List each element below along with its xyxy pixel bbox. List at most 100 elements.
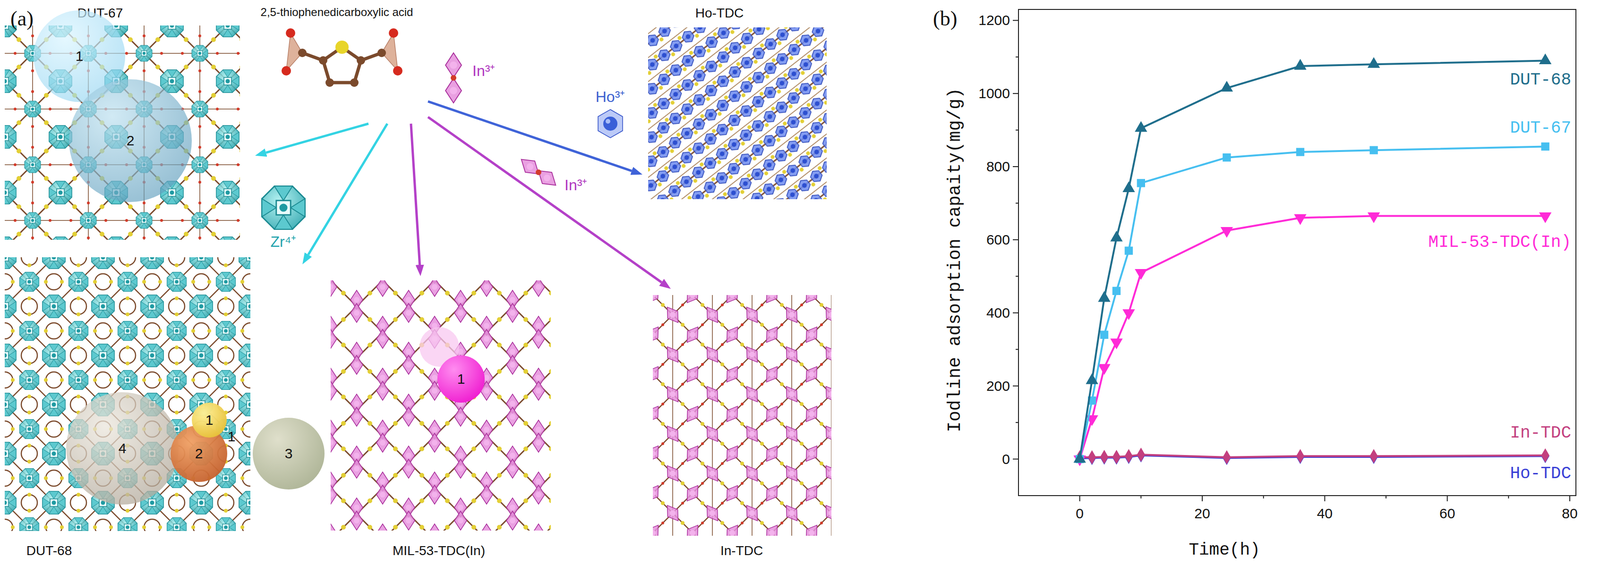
pore-number: 2 — [126, 132, 135, 150]
reaction-arrow — [308, 123, 388, 255]
series-marker — [1134, 120, 1147, 132]
y-tick-mark — [1015, 202, 1019, 204]
reaction-arrow — [265, 123, 369, 153]
series-line — [1079, 146, 1546, 460]
series-marker — [1369, 145, 1378, 155]
series-label: MIL-53-TDC(In) — [1428, 232, 1572, 253]
x-tick-mark — [1324, 496, 1326, 502]
panel-letter: (a) — [10, 7, 34, 32]
tick-label: 600 — [986, 231, 1010, 249]
pore-sphere: 4 — [66, 392, 179, 505]
framework-panel: DUT-6712 — [3, 2, 256, 246]
x-tick-mark — [1507, 496, 1509, 499]
framework-panel: In-TDC — [647, 289, 846, 565]
axis-title: Time(h) — [1188, 540, 1260, 561]
label-slot: Iodline adsorption capaity(mg/g) — [944, 87, 966, 433]
ion-label: In³⁺ — [472, 62, 496, 80]
y-tick-mark — [1012, 19, 1019, 21]
series-label: DUT-67 — [1509, 118, 1572, 138]
y-tick-mark — [1012, 312, 1019, 314]
series-marker — [1222, 450, 1231, 465]
y-tick-mark — [1015, 56, 1019, 58]
label-slot: Zr⁴⁺ — [270, 233, 297, 251]
pore-number: 1 — [457, 371, 466, 388]
series-marker — [1122, 181, 1135, 193]
label-slot: 400 — [986, 305, 1010, 322]
hotdc-lattice — [648, 27, 827, 200]
label-slot: Time(h) — [1188, 540, 1260, 561]
tick-label: 60 — [1439, 505, 1455, 523]
label-slot: 1200 — [978, 12, 1010, 29]
tick-label: 1200 — [978, 12, 1010, 29]
ho-icon — [598, 109, 623, 138]
label-slot: 40 — [1317, 505, 1333, 523]
series-marker — [1369, 449, 1378, 464]
pore-number: 2 — [195, 445, 204, 463]
structure-name: 2,5-thiophenedicarboxylic acid — [260, 5, 414, 19]
series-marker — [1367, 212, 1380, 224]
series-marker — [1539, 212, 1552, 224]
series-marker — [1097, 364, 1111, 376]
label-slot: 600 — [986, 231, 1010, 249]
mil53-lattice — [330, 280, 551, 531]
label-slot: MIL-53-TDC(In) — [1428, 232, 1572, 253]
x-tick-mark — [1385, 496, 1387, 499]
data-series — [1075, 447, 1550, 465]
y-tick-mark — [1012, 93, 1019, 95]
label-slot: 60 — [1439, 505, 1455, 523]
structure-name: MIL-53-TDC(In) — [392, 543, 486, 559]
x-tick-mark — [1263, 496, 1265, 499]
series-marker — [1112, 287, 1121, 296]
y-tick-mark — [1015, 422, 1019, 424]
data-series — [1075, 142, 1550, 464]
label-slot: DUT-67 — [1509, 118, 1572, 138]
reaction-arrow — [427, 101, 632, 172]
y-tick-mark — [1015, 349, 1019, 351]
label-slot: 0 — [1001, 451, 1010, 468]
y-tick-mark — [1012, 459, 1019, 461]
series-marker — [1124, 449, 1133, 464]
data-series — [1073, 53, 1552, 463]
series-marker — [1073, 452, 1087, 463]
x-tick-mark — [1446, 496, 1448, 502]
y-tick-mark — [1012, 385, 1019, 387]
tick-label: 40 — [1317, 505, 1333, 523]
series-marker — [1100, 450, 1109, 465]
series-marker — [1220, 80, 1233, 92]
ion-label-slot: In³⁺ — [472, 62, 496, 80]
pore-sphere: 3 — [252, 418, 325, 490]
tick-label: 0 — [1001, 451, 1010, 468]
pore-sphere: 1 — [191, 402, 227, 438]
framework-panel: MIL-53-TDC(In) 1 — [330, 276, 558, 565]
x-tick-mark — [1569, 496, 1571, 502]
pore-number: 1 — [227, 428, 236, 446]
label-slot: DUT-68 — [1509, 70, 1572, 90]
series-marker — [1296, 449, 1305, 464]
structure-name: Ho-TDC — [695, 5, 745, 21]
linker-molecule — [281, 28, 403, 87]
ion-label: Ho³⁺ — [595, 88, 626, 106]
structure-name: In-TDC — [720, 543, 763, 559]
series-marker — [1137, 447, 1146, 463]
zr-icon — [261, 186, 305, 230]
label-slot: Ho-TDC — [1509, 464, 1572, 484]
series-label: In-TDC — [1509, 423, 1572, 444]
series-marker — [1087, 450, 1096, 465]
series-label: Ho-TDC — [1509, 464, 1572, 484]
tick-label: 0 — [1075, 505, 1084, 523]
series-marker — [1293, 214, 1307, 226]
y-tick-mark — [1012, 239, 1019, 241]
label-slot: 200 — [986, 377, 1010, 395]
series-marker — [1296, 147, 1305, 156]
series-marker — [1097, 291, 1111, 303]
pore-number: 1 — [75, 48, 84, 65]
axis-title: Iodline adsorption capaity(mg/g) — [944, 87, 966, 433]
series-marker — [1539, 53, 1552, 65]
linker-panel: 2,5-thiophenedicarboxylic acid — [262, 2, 428, 124]
series-marker — [1100, 331, 1109, 340]
series-marker — [1293, 59, 1307, 70]
label-slot: 1000 — [978, 85, 1010, 103]
